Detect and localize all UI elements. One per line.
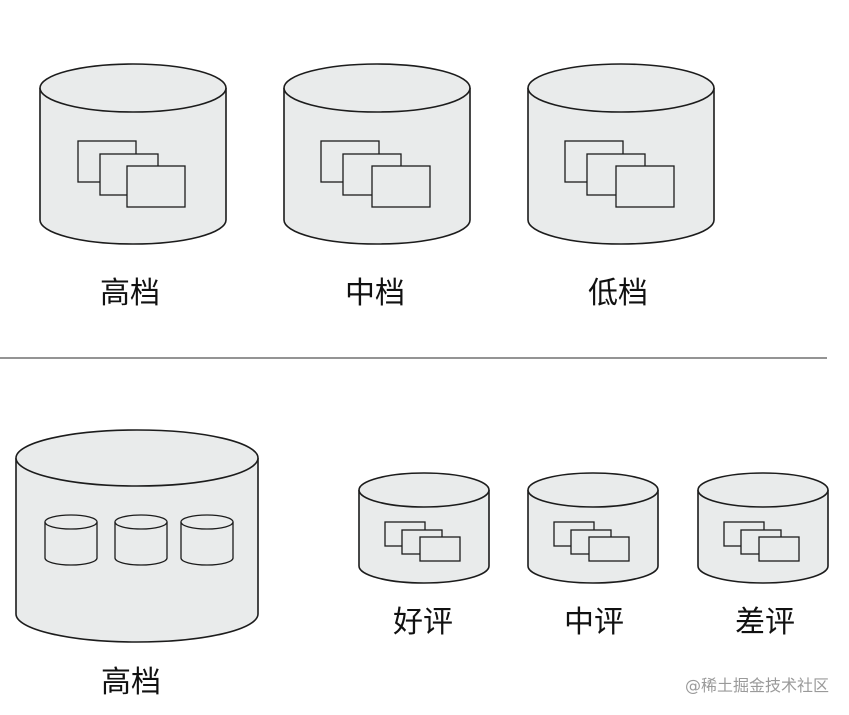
label-neutral-review: 中评: [564, 605, 624, 640]
database-cylinder-neutral: [527, 472, 659, 584]
database-cylinder-medium: [283, 63, 471, 245]
database-cylinder-high: [39, 63, 227, 245]
document-stack-icon: [77, 140, 186, 208]
document-stack-icon: [564, 140, 675, 208]
label-medium: 中档: [345, 276, 405, 311]
document-stack-icon: [384, 521, 461, 562]
label-high: 高档: [100, 276, 160, 311]
database-cylinder-bad: [697, 472, 829, 584]
mini-cylinder-icon: [114, 514, 168, 566]
document-stack-icon: [553, 521, 630, 562]
label-large-high: 高档: [101, 665, 161, 700]
label-low: 低档: [588, 276, 648, 311]
label-good-review: 好评: [393, 605, 453, 640]
document-stack-icon: [723, 521, 800, 562]
database-cylinder-good: [358, 472, 490, 584]
label-bad-review: 差评: [735, 605, 795, 640]
mini-cylinder-icon: [44, 514, 98, 566]
database-cylinder-low: [527, 63, 715, 245]
database-cylinder-large: [15, 429, 259, 643]
document-stack-icon: [320, 140, 431, 208]
mini-cylinder-icon: [180, 514, 234, 566]
watermark: @稀土掘金技术社区: [685, 676, 829, 695]
